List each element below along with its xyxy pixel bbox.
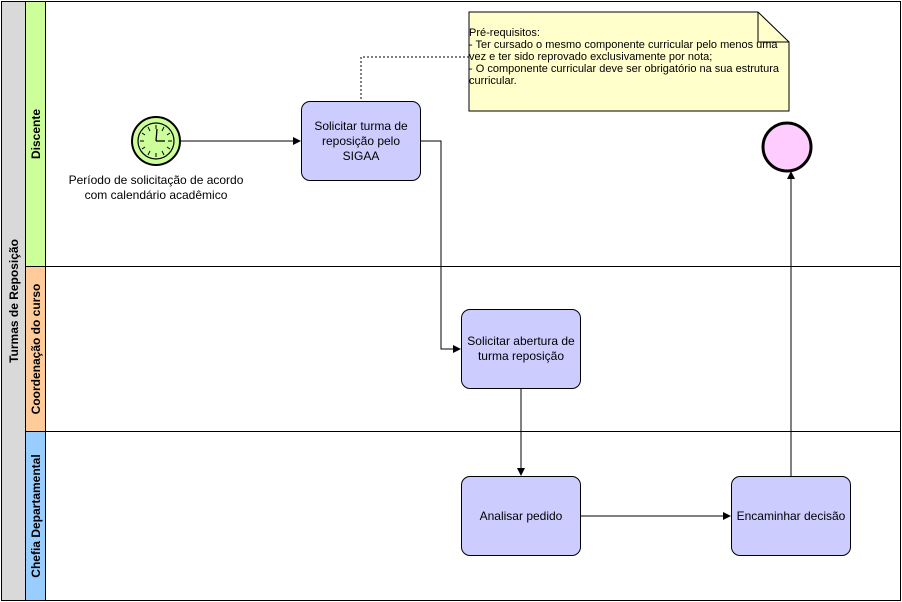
pool-label: Turmas de Reposição bbox=[1, 1, 26, 601]
annotation-fold bbox=[757, 12, 789, 43]
flow-solicitar-turma-to-abertura bbox=[421, 140, 461, 353]
timer-start-event bbox=[131, 116, 181, 166]
annotation-note-shape bbox=[468, 11, 790, 112]
task-solicitar-turma[interactable]: Solicitar turma de reposição pelo SIGAA bbox=[301, 101, 421, 181]
task-encaminhar-decisao[interactable]: Encaminhar decisão bbox=[731, 476, 851, 556]
task-solicitar-abertura[interactable]: Solicitar abertura de turma reposição bbox=[461, 309, 581, 389]
annotation-association bbox=[360, 56, 469, 101]
task-analisar-pedido[interactable]: Analisar pedido bbox=[461, 476, 581, 556]
start-event-caption: Período de solicitação de acordo com cal… bbox=[68, 173, 244, 202]
end-event bbox=[761, 121, 813, 173]
annotation-text: Pré-requisitos: - Ter cursado o mesmo co… bbox=[469, 27, 779, 87]
lane-label-chefia: Chefia Departamental bbox=[25, 431, 46, 601]
